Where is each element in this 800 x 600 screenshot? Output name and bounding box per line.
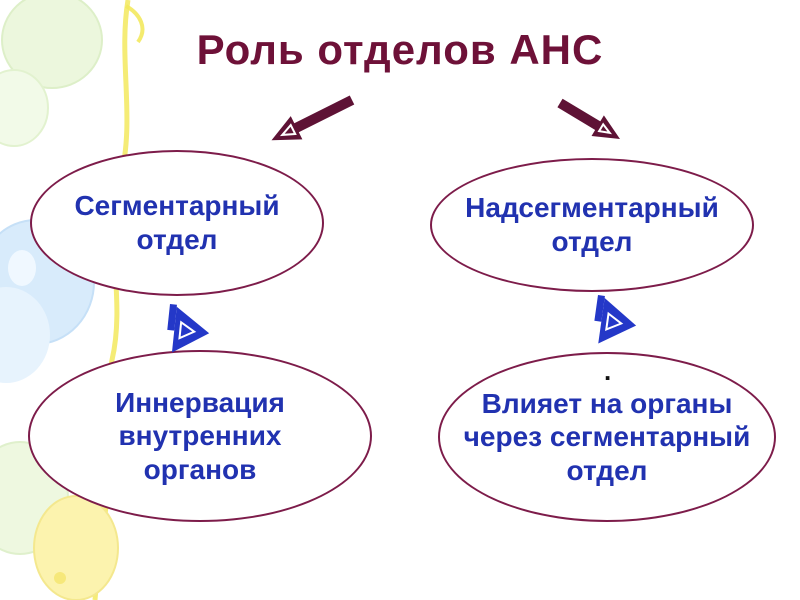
down-left-arrow-icon	[271, 95, 355, 141]
node-innervation-label: Иннервация внутренних органов	[115, 386, 285, 485]
node-influence-label: Влияет на органы через сегментарный отде…	[463, 387, 751, 486]
slide-title: Роль отделов АНС	[196, 26, 604, 73]
stray-dot: .	[604, 356, 612, 386]
node-suprasegmental: Надсегментарный отдел	[430, 158, 754, 292]
node-innervation: Иннервация внутренних органов	[28, 350, 372, 522]
down-right-arrow-icon	[557, 98, 621, 140]
flag-arrow-icon	[594, 295, 637, 344]
node-segmental-label: Сегментарный отдел	[74, 190, 280, 255]
node-segmental: Сегментарный отдел	[30, 150, 324, 296]
balloon-decoration-icon	[0, 0, 145, 600]
node-influence: Влияет на органы через сегментарный отде…	[438, 352, 776, 522]
node-suprasegmental-label: Надсегментарный отдел	[465, 192, 719, 257]
flag-arrow-icon	[167, 304, 210, 353]
